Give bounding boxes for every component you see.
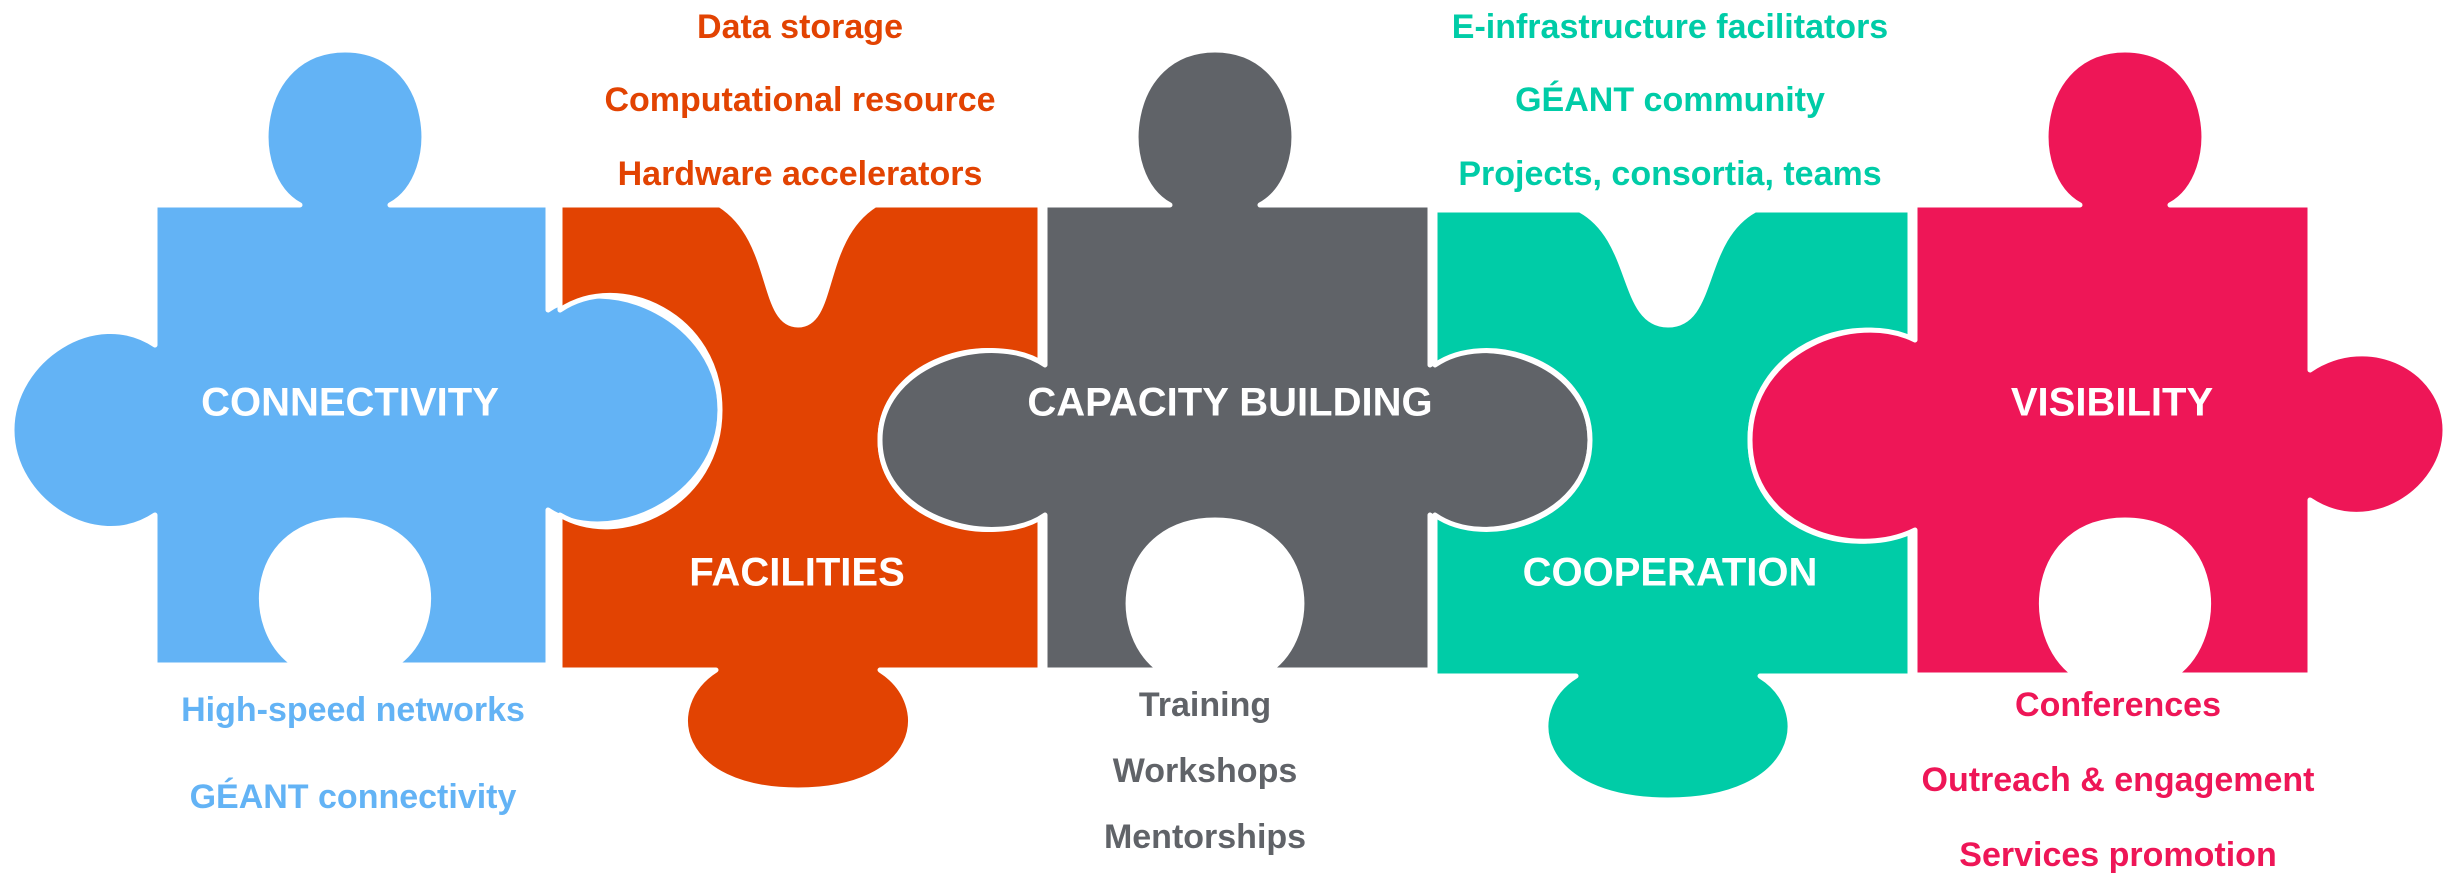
cooperation-item-e-infrastructure: E-infrastructure facilitators	[1451, 8, 1889, 46]
capacity-building-piece	[877, 47, 1593, 673]
connectivity-item-high-speed-networks: High-speed networks	[181, 691, 525, 729]
cooperation-piece	[1432, 207, 1913, 803]
connectivity-item-geant-connectivity: GÉANT connectivity	[189, 778, 517, 816]
capacity-item-mentorships: Mentorships	[1103, 818, 1307, 856]
connectivity-piece	[9, 47, 723, 668]
facilities-piece	[557, 202, 1043, 793]
facilities-title: FACILITIES	[689, 551, 905, 595]
capacity-item-training: Training	[1138, 686, 1272, 724]
visibility-item-conferences: Conferences	[2015, 686, 2221, 724]
facilities-item-data-storage: Data storage	[697, 8, 903, 46]
facilities-item-computational-resource: Computational resource	[604, 81, 996, 119]
capacity-item-workshops: Workshops	[1112, 752, 1298, 790]
connectivity-title: CONNECTIVITY	[201, 381, 499, 425]
visibility-item-outreach: Outreach & engagement	[1921, 761, 2315, 799]
cooperation-item-geant-community: GÉANT community	[1515, 81, 1825, 119]
visibility-piece	[1747, 47, 2448, 678]
cooperation-item-projects: Projects, consortia, teams	[1458, 155, 1882, 193]
visibility-title: VISIBILITY	[2011, 381, 2214, 425]
facilities-item-hardware-accelerators: Hardware accelerators	[617, 155, 983, 193]
cooperation-title: COOPERATION	[1523, 551, 1818, 595]
capacity-building-title: CAPACITY BUILDING	[1027, 381, 1432, 425]
visibility-item-services-promotion: Services promotion	[1959, 836, 2277, 874]
